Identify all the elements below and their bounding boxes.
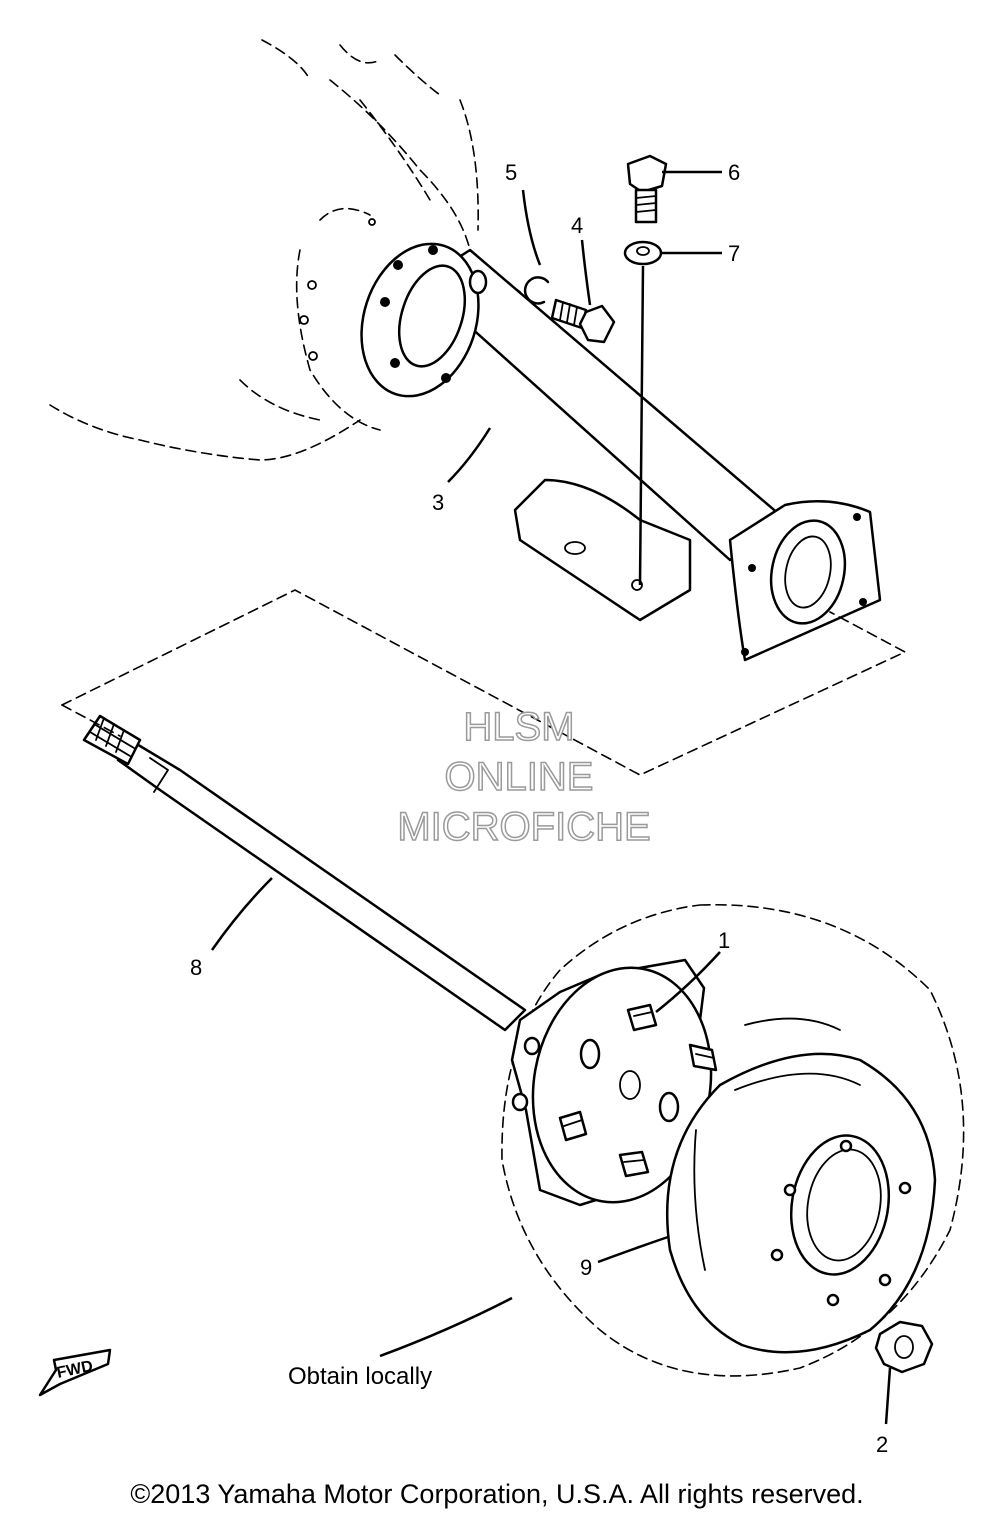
chassis-outline — [49, 39, 479, 461]
watermark: HLSM ONLINE MICROFICHE — [397, 704, 652, 850]
callout-6: 6 — [728, 160, 740, 185]
axle-shaft — [82, 714, 527, 1032]
callout-1: 1 — [718, 928, 730, 953]
bolt-4 — [550, 298, 616, 344]
obtain-locally-note: Obtain locally — [288, 1363, 432, 1390]
callout-numbers: 5 4 6 7 3 8 1 9 2 — [190, 160, 888, 1457]
callout-9: 9 — [580, 1255, 592, 1280]
callout-8: 8 — [190, 955, 202, 980]
callout-5: 5 — [505, 160, 517, 185]
watermark-line-3: MICROFICHE — [397, 805, 650, 849]
callout-7: 7 — [728, 241, 740, 266]
wheel-studs — [558, 1003, 718, 1178]
wheel-hub — [510, 958, 718, 1207]
callout-2: 2 — [876, 1432, 888, 1457]
callout-4: 4 — [571, 213, 583, 238]
callout-3: 3 — [432, 490, 444, 515]
washer-7 — [623, 240, 663, 266]
assembly-guides — [61, 589, 907, 776]
lug-nut-2 — [874, 1320, 934, 1374]
fwd-arrow-icon: FWD — [38, 1348, 112, 1397]
watermark-line-1: HLSM — [463, 705, 574, 749]
watermark-line-2: ONLINE — [445, 755, 594, 799]
leader-lines — [210, 170, 892, 1425]
wheel-rim — [665, 1052, 937, 1354]
assembly-line-6 — [638, 265, 645, 586]
hex-bolt-6 — [626, 154, 668, 224]
circlip — [507, 276, 550, 305]
axle-housing — [360, 242, 882, 662]
copyright-text: ©2013 Yamaha Motor Corporation, U.S.A. A… — [130, 1479, 863, 1509]
